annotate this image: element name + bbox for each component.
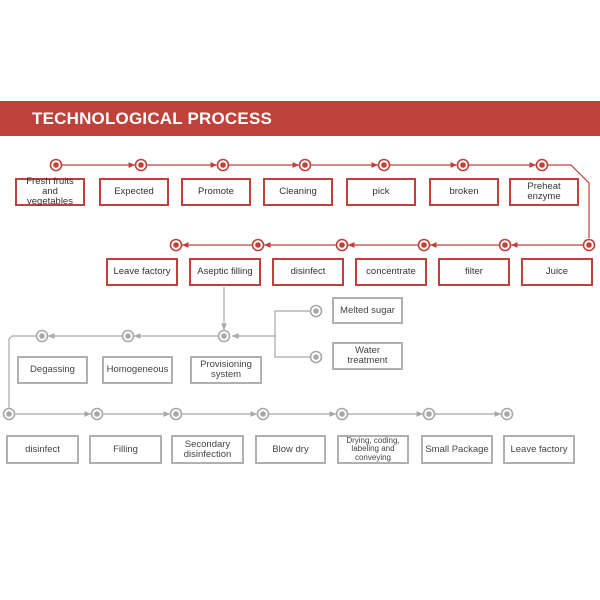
flow-node [335, 407, 349, 421]
flow-node [582, 238, 596, 252]
flow-node [377, 158, 391, 172]
step-juice: Juice [521, 258, 593, 286]
step-melted-sugar: Melted sugar [332, 297, 403, 324]
step-water-treatment: Water treatment [332, 342, 403, 370]
step-pick: pick [346, 178, 416, 206]
step-preheat-enzyme: Preheat enzyme [509, 178, 579, 206]
step-disinfect: disinfect [272, 258, 344, 286]
step-leave-factory: Leave factory [503, 435, 575, 464]
flow-node [456, 158, 470, 172]
step-filling: Filling [89, 435, 162, 464]
flow-node [169, 407, 183, 421]
step-promote: Promote [181, 178, 251, 206]
step-leave-factory: Leave factory [106, 258, 178, 286]
flow-node [417, 238, 431, 252]
step-expected: Expected [99, 178, 169, 206]
flow-node [535, 158, 549, 172]
flow-node [169, 238, 183, 252]
step-small-package: Small Package [421, 435, 493, 464]
step-filter: filter [438, 258, 510, 286]
connector-wrap-left [8, 335, 36, 408]
page-title: TECHNOLOGICAL PROCESS [32, 109, 273, 128]
step-concentrate: concentrate [355, 258, 427, 286]
flow-node [2, 407, 16, 421]
flow-node [121, 329, 135, 343]
connector-wrap-right [548, 164, 590, 238]
step-provisioning-system: Provisioning system [190, 356, 262, 384]
flow-node [256, 407, 270, 421]
step-secondary-disinfection: Secondary disinfection [171, 435, 244, 464]
step-aseptic-filling: Aseptic filling [189, 258, 261, 286]
step-fresh-fruits-and-vegetables: Fresh fruits and vegetables [15, 177, 85, 207]
step-drying-coding-labeling-and-conveying: Drying, coding, labeling and conveying [337, 435, 409, 464]
flow-node [217, 329, 231, 343]
flow-node [35, 329, 49, 343]
step-disinfect: disinfect [6, 435, 79, 464]
title-banner: TECHNOLOGICAL PROCESS [0, 101, 600, 136]
step-broken: broken [429, 178, 499, 206]
step-blow-dry: Blow dry [255, 435, 326, 464]
flow-node [498, 238, 512, 252]
flow-node [216, 158, 230, 172]
flow-node [90, 407, 104, 421]
flow-node [134, 158, 148, 172]
step-degassing: Degassing [17, 356, 88, 384]
flow-node [251, 238, 265, 252]
connector-branch [274, 310, 310, 358]
flow-node [500, 407, 514, 421]
flow-node [309, 350, 323, 364]
flow-node [335, 238, 349, 252]
step-cleaning: Cleaning [263, 178, 333, 206]
flow-node [49, 158, 63, 172]
flow-node [309, 304, 323, 318]
step-homogeneous: Homogeneous [102, 356, 173, 384]
flow-node [422, 407, 436, 421]
flow-node [298, 158, 312, 172]
